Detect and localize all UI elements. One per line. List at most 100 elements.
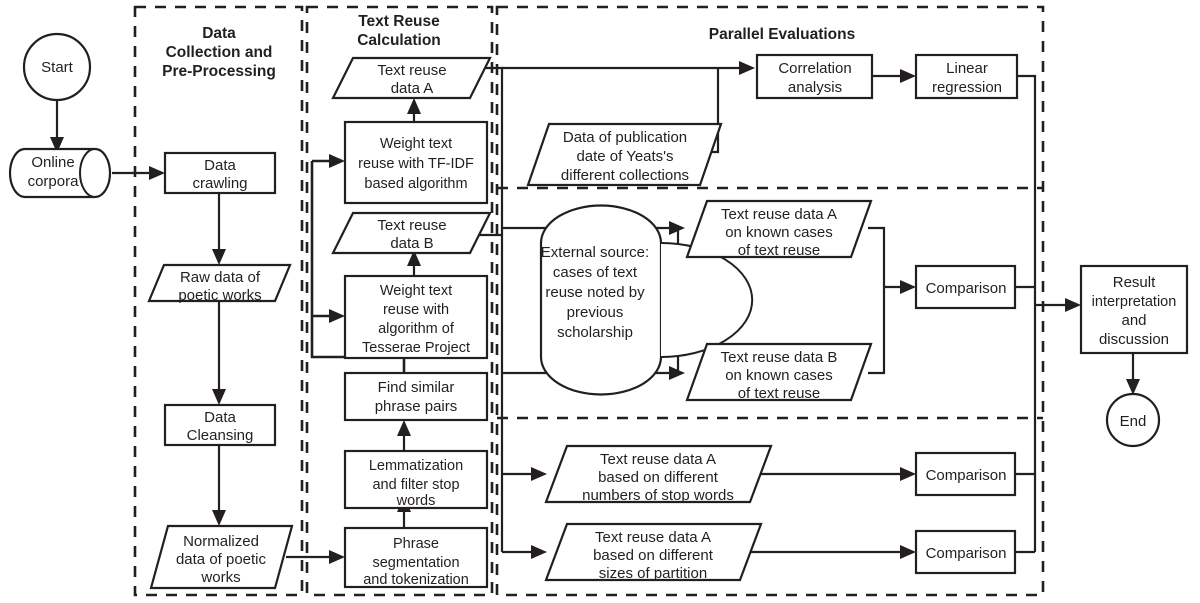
parallelogram [544, 522, 763, 582]
node-data-cleansing[interactable]: Data Cleansing [163, 403, 277, 447]
panel-title-line: Calculation [357, 32, 441, 49]
rect-box [343, 274, 489, 360]
connector-knowncasesA-to-comparison [868, 226, 886, 287]
node-label: previous [567, 304, 624, 321]
panel-title-line: Pre-Processing [162, 63, 276, 80]
node-label: Text reuse [377, 62, 446, 79]
node-label: Cleansing [187, 427, 254, 444]
node-label: Tesserae Project [362, 340, 470, 356]
node-label: data B [390, 235, 433, 252]
parallelogram [685, 342, 873, 402]
node-known-cases-b[interactable]: Text reuse data B on known cases of text… [685, 342, 873, 402]
panel-text-reuse-title: Text Reuse Calculation [357, 13, 441, 49]
cylinder-cap [79, 148, 96, 198]
node-label: Normalized [183, 533, 259, 550]
node-end[interactable]: End [1105, 392, 1161, 448]
node-label: analysis [788, 79, 842, 96]
node-comparison-partition[interactable]: Comparison [914, 529, 1017, 575]
connector-knowncasesB-to-comparison [868, 287, 886, 375]
node-label: data of poetic [176, 551, 267, 568]
panel-data-collection-border [133, 5, 304, 597]
node-lemmatization[interactable]: Lemmatization and filter stop words [343, 449, 489, 510]
node-label: Phrase [393, 536, 439, 552]
node-label: Raw data of [180, 269, 261, 286]
arrow-head [149, 166, 165, 180]
panel-title-line: Data [202, 25, 236, 42]
node-weight-tfidf[interactable]: Weight text reuse with TF-IDF based algo… [343, 120, 489, 205]
node-normalized-data[interactable]: Normalized data of poetic works [149, 524, 294, 590]
connector-regression-to-trunk [1017, 74, 1037, 305]
arrow-head [329, 154, 345, 168]
node-label: different collections [561, 167, 689, 184]
node-label: External source: [541, 244, 649, 261]
arrow-head [329, 309, 345, 323]
node-external-source[interactable]: External source: cases of text reuse not… [539, 204, 754, 396]
arrow-head [397, 420, 411, 436]
node-label: Comparison [926, 545, 1007, 562]
rect-box [343, 526, 489, 589]
node-label: Find similar [378, 379, 455, 396]
node-label: crawling [192, 175, 247, 192]
node-label: Start [41, 59, 74, 76]
node-label: Correlation [778, 60, 851, 77]
node-linear-regression[interactable]: Linear regression [914, 53, 1019, 100]
node-label: on known cases [725, 224, 833, 241]
node-label: Text reuse data A [721, 206, 837, 223]
node-label: phrase pairs [375, 398, 458, 415]
node-label: of text reuse [738, 242, 821, 259]
rect-box [1079, 264, 1189, 355]
node-label: date of Yeats's [576, 148, 673, 165]
panel-title-line: Parallel Evaluations [709, 26, 855, 43]
node-label: discussion [1099, 331, 1169, 348]
rect-box [914, 53, 1019, 100]
node-label: and [1121, 312, 1146, 329]
node-label: Text reuse data B [721, 349, 838, 366]
node-label: Comparison [926, 280, 1007, 297]
node-phrase-segmentation[interactable]: Phrase segmentation and tokenization [343, 526, 489, 589]
node-known-cases-a[interactable]: Text reuse data A on known cases of text… [685, 199, 873, 259]
parallelogram [526, 122, 723, 187]
panel-text-reuse-border [305, 5, 494, 597]
arrow-head [1065, 298, 1081, 312]
node-text-reuse-data-a[interactable]: Text reuse data A [331, 56, 492, 100]
arrow-head [531, 545, 547, 559]
node-label: End [1120, 413, 1147, 430]
node-data-crawling[interactable]: Data crawling [163, 151, 277, 195]
node-label: words [396, 493, 436, 509]
node-comparison-stopwords[interactable]: Comparison [914, 451, 1017, 497]
node-publication-date-data[interactable]: Data of publication date of Yeats's diff… [526, 122, 723, 187]
node-raw-data[interactable]: Raw data of poetic works [147, 263, 292, 304]
node-online-corpora[interactable]: Online corpora [8, 147, 112, 199]
node-result-interpretation[interactable]: Result interpretation and discussion [1079, 264, 1189, 355]
node-label: poetic works [178, 287, 261, 304]
parallelogram [544, 444, 773, 504]
node-label: Comparison [926, 467, 1007, 484]
rect-box [755, 53, 874, 100]
start-circle [22, 32, 92, 102]
node-find-similar-phrase-pairs[interactable]: Find similar phrase pairs [343, 371, 489, 422]
node-label: reuse noted by [545, 284, 645, 301]
node-partition-variant[interactable]: Text reuse data A based on different siz… [544, 522, 763, 582]
arrow-head [900, 69, 916, 83]
node-text-reuse-data-b[interactable]: Text reuse data B [331, 211, 492, 255]
node-weight-tesserae[interactable]: Weight text reuse with algorithm of Tess… [343, 274, 489, 360]
node-label: segmentation [372, 555, 459, 571]
node-label: Data [204, 157, 236, 174]
arrow-head [1126, 379, 1140, 395]
node-stopwords-variant[interactable]: Text reuse data A based on different num… [544, 444, 773, 504]
arrow-head [900, 545, 916, 559]
node-label: and tokenization [363, 572, 469, 588]
node-start[interactable]: Start [22, 32, 92, 102]
node-label: interpretation [1092, 294, 1177, 310]
rect-box [343, 120, 489, 205]
node-label: reuse with [383, 302, 449, 318]
node-correlation-analysis[interactable]: Correlation analysis [755, 53, 874, 100]
node-comparison-known[interactable]: Comparison [914, 264, 1017, 310]
node-label: corpora [28, 173, 80, 190]
node-label: Text reuse [377, 217, 446, 234]
arrow-head [50, 137, 64, 153]
connector-comparison-stopwords-to-trunk [1015, 305, 1037, 476]
node-label: on known cases [725, 367, 833, 384]
